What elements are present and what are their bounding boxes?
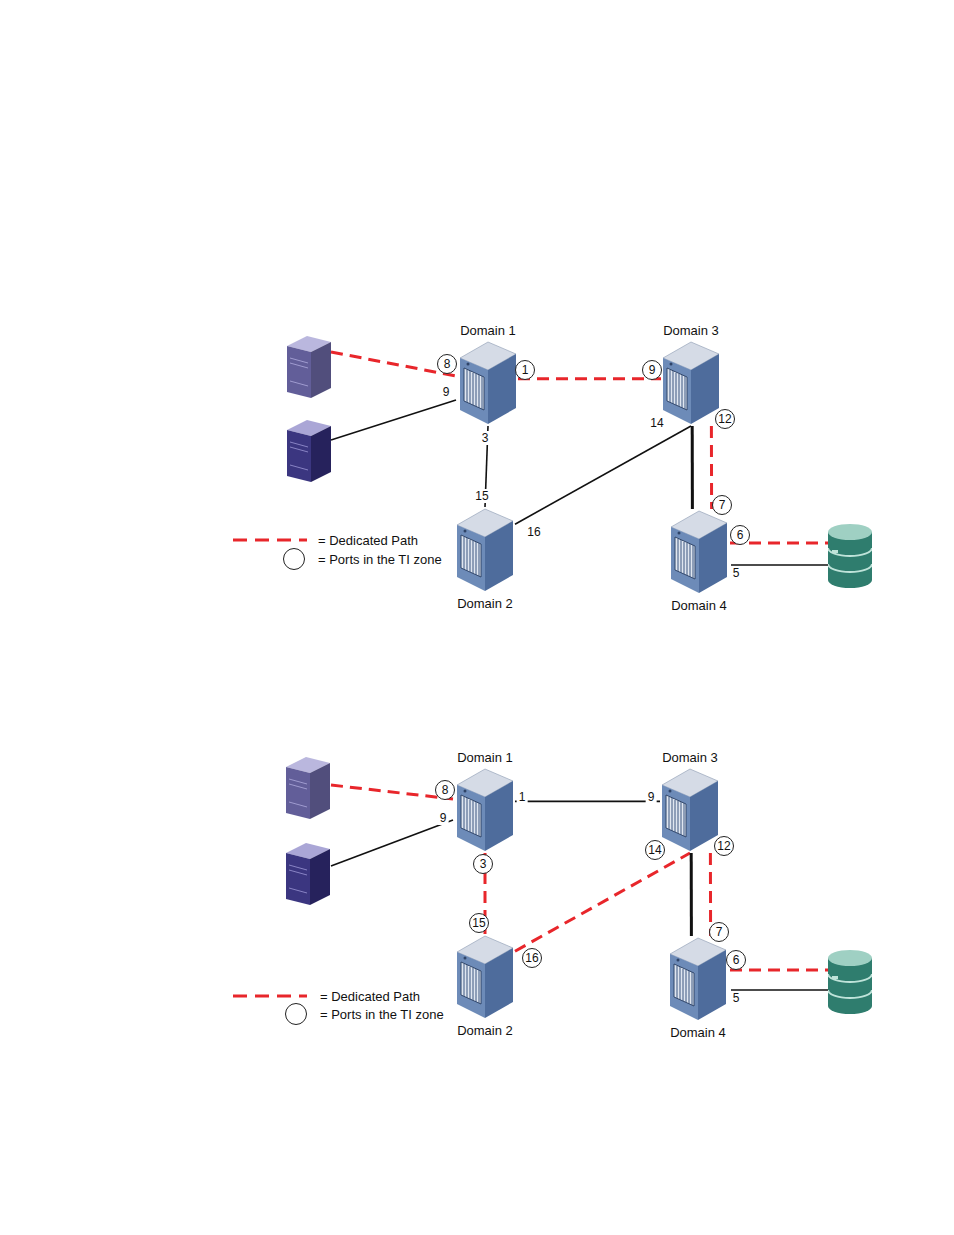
- storage-icon: [828, 524, 872, 588]
- port-number: 9: [438, 811, 449, 825]
- port-number: 14: [645, 840, 665, 860]
- port-number: 5: [731, 991, 742, 1005]
- legend-line-sample: [233, 995, 307, 998]
- switch-node: Domain 3: [661, 323, 721, 426]
- port-number: 16: [525, 525, 542, 539]
- port-number: 8: [435, 780, 455, 800]
- isl-link: [691, 426, 694, 509]
- switch-icon: [455, 767, 515, 853]
- legend-circle-sample: [286, 1004, 307, 1025]
- port-number: 3: [480, 431, 491, 445]
- port-number: 6: [726, 950, 746, 970]
- port-number: 3: [473, 854, 493, 874]
- switch-node: Domain 1: [455, 750, 515, 853]
- switch-icon: [458, 340, 518, 426]
- port-number: 1: [515, 360, 535, 380]
- switch-node: Domain 4: [669, 509, 729, 613]
- port-number: 14: [648, 416, 665, 430]
- switch-node: Domain 1: [458, 323, 518, 426]
- port-number: 7: [712, 495, 732, 515]
- port-number: 9: [441, 385, 452, 399]
- switch-node: Domain 4: [668, 936, 728, 1040]
- legend-text: = Dedicated Path: [318, 533, 418, 548]
- switch-node: Domain 3: [660, 750, 720, 853]
- legend-circle-sample: [284, 549, 305, 570]
- port-number: 7: [709, 922, 729, 942]
- dedicated-path: [518, 377, 661, 380]
- domain-label: Domain 4: [671, 598, 727, 613]
- switch-icon: [455, 507, 515, 593]
- switch-node: Domain 2: [455, 507, 515, 611]
- switch-node: Domain 2: [455, 934, 515, 1038]
- switch-icon: [668, 936, 728, 1022]
- isl-link: [515, 426, 691, 524]
- isl-link: [515, 801, 660, 803]
- port-number: 15: [473, 489, 490, 503]
- domain-label: Domain 3: [663, 323, 719, 338]
- port-number: 9: [646, 790, 657, 804]
- server-icon: [287, 420, 331, 482]
- isl-link: [690, 853, 693, 936]
- storage-icon: [828, 950, 872, 1014]
- port-number: 9: [642, 360, 662, 380]
- port-number: 1: [517, 790, 528, 804]
- port-number: 12: [714, 836, 734, 856]
- legend-text: = Ports in the TI zone: [318, 552, 442, 567]
- host-links: [331, 352, 828, 990]
- dedicated-path: [710, 426, 713, 509]
- legend-text: = Ports in the TI zone: [320, 1007, 444, 1022]
- domain-label: Domain 1: [460, 323, 516, 338]
- switch-icon: [669, 509, 729, 595]
- domain-label: Domain 1: [457, 750, 513, 765]
- legend-line-sample: [233, 539, 307, 542]
- server-icon: [286, 843, 330, 905]
- port-number: 6: [730, 525, 750, 545]
- domain-label: Domain 2: [457, 596, 513, 611]
- switch-icon: [660, 767, 720, 853]
- switch-icon: [455, 934, 515, 1020]
- server-icon: [287, 336, 331, 398]
- port-number: 8: [437, 354, 457, 374]
- domain-label: Domain 2: [457, 1023, 513, 1038]
- port-number: 5: [731, 566, 742, 580]
- dedicated-path: [515, 853, 690, 951]
- legend-text: = Dedicated Path: [320, 989, 420, 1004]
- port-number: 15: [469, 913, 489, 933]
- server-icon: [286, 757, 330, 819]
- port-number: 12: [715, 409, 735, 429]
- switch-icon: [661, 340, 721, 426]
- domain-label: Domain 3: [662, 750, 718, 765]
- domain-label: Domain 4: [670, 1025, 726, 1040]
- port-number: 16: [522, 948, 542, 968]
